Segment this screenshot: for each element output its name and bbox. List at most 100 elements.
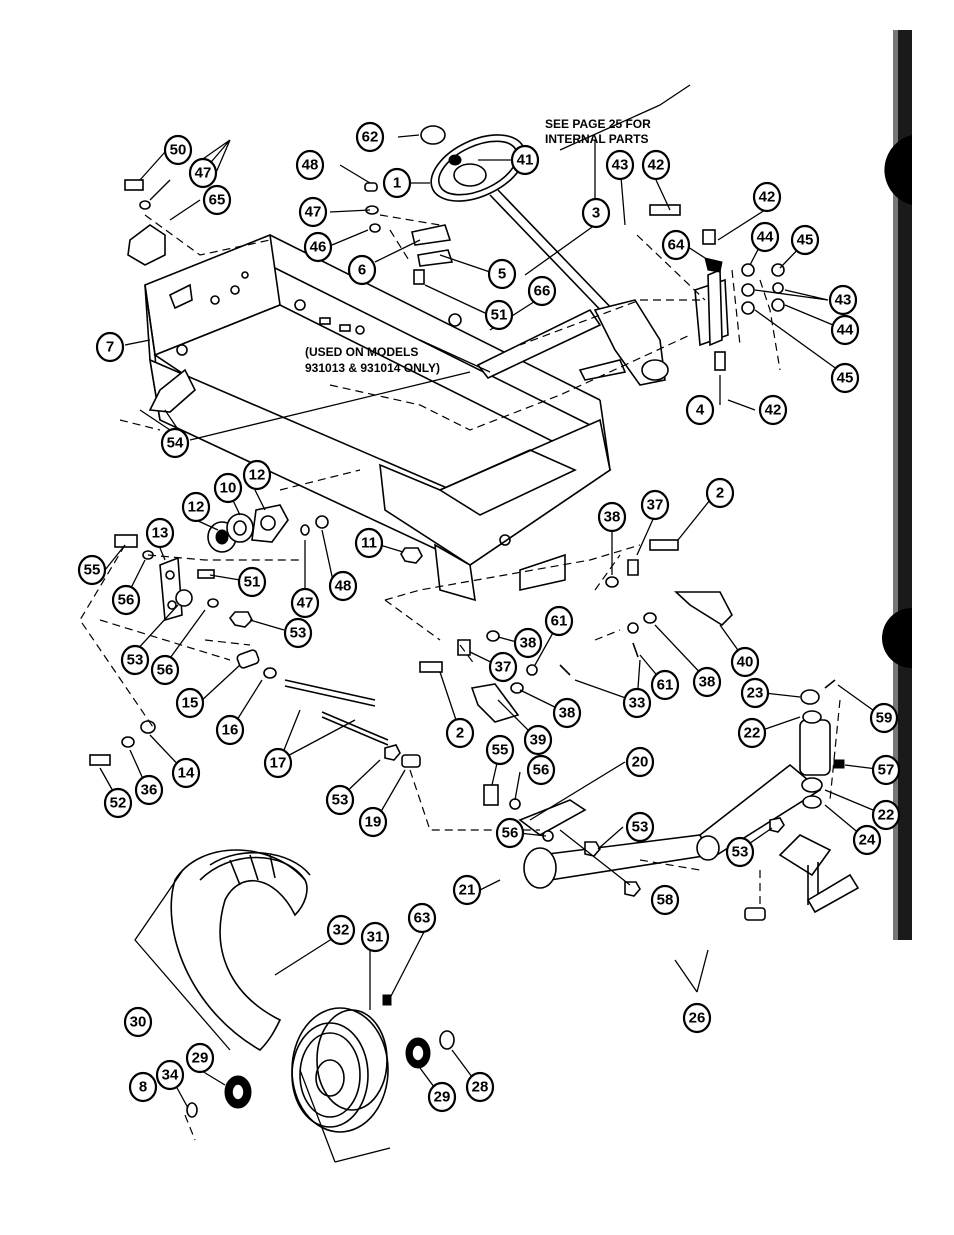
svg-text:37: 37 — [647, 497, 664, 514]
nut — [741, 301, 755, 315]
clamp — [411, 224, 452, 246]
svg-text:8: 8 — [139, 1079, 147, 1096]
svg-text:63: 63 — [414, 910, 431, 927]
callout: 59 — [869, 702, 899, 734]
callout: 65 — [202, 184, 232, 216]
callout: 28 — [465, 1071, 495, 1103]
nut — [228, 611, 253, 628]
svg-text:53: 53 — [332, 792, 349, 809]
svg-text:42: 42 — [765, 402, 782, 419]
callout: 24 — [852, 824, 882, 856]
svg-text:53: 53 — [290, 625, 307, 642]
svg-text:53: 53 — [732, 844, 749, 861]
nut — [175, 589, 193, 607]
svg-text:6: 6 — [358, 262, 366, 279]
bolt — [649, 204, 681, 216]
callout: 3 — [581, 197, 611, 229]
svg-text:5: 5 — [498, 266, 506, 283]
svg-text:43: 43 — [835, 292, 852, 309]
svg-text:48: 48 — [335, 578, 352, 595]
wheel-rim — [291, 1007, 389, 1133]
cotter-pin — [559, 664, 571, 676]
svg-text:42: 42 — [648, 157, 665, 174]
drag-link-rods — [284, 679, 389, 746]
svg-text:52: 52 — [110, 795, 127, 812]
washer — [186, 1102, 198, 1118]
svg-text:38: 38 — [699, 674, 716, 691]
screw — [448, 313, 462, 327]
bolt — [483, 784, 499, 806]
binder-hole-bottom — [882, 608, 912, 668]
cotter-pin — [632, 642, 639, 658]
callout: 2 — [705, 477, 735, 509]
brace-bracket — [148, 368, 196, 413]
callout: 56 — [495, 817, 525, 849]
washer — [510, 682, 524, 694]
svg-text:11: 11 — [361, 535, 377, 552]
washer — [207, 598, 219, 608]
callout: 47 — [298, 196, 328, 228]
svg-text:30: 30 — [130, 1014, 147, 1031]
binder-hole-top — [884, 135, 912, 205]
spacer-plate — [627, 559, 639, 576]
svg-text:44: 44 — [757, 229, 774, 246]
bolt — [89, 754, 111, 766]
callout: 54 — [160, 427, 190, 459]
bolt — [114, 534, 138, 548]
callout: 7 — [95, 331, 125, 363]
callout: 46 — [303, 231, 333, 263]
svg-text:2: 2 — [456, 725, 464, 742]
callout: 11 — [354, 527, 384, 559]
svg-text:33: 33 — [629, 695, 646, 712]
callout: 5 — [487, 258, 517, 290]
callout: 17 — [263, 747, 293, 779]
washer — [643, 612, 657, 624]
svg-text:58: 58 — [657, 892, 674, 909]
callout: 48 — [295, 149, 325, 181]
svg-text:36: 36 — [141, 782, 158, 799]
svg-text:12: 12 — [249, 467, 266, 484]
svg-text:42: 42 — [759, 189, 776, 206]
svg-text:12: 12 — [188, 499, 205, 516]
callout: 42 — [752, 181, 782, 213]
washer — [802, 795, 822, 809]
svg-text:47: 47 — [305, 204, 322, 221]
washer — [300, 524, 310, 536]
callout: 12 — [181, 491, 211, 523]
svg-text:66: 66 — [534, 283, 551, 300]
svg-text:47: 47 — [297, 595, 314, 612]
svg-text:46: 46 — [310, 239, 327, 256]
bolt — [413, 269, 425, 285]
svg-text:56: 56 — [118, 592, 135, 609]
bushing — [801, 777, 823, 793]
bolt — [702, 229, 716, 245]
svg-text:19: 19 — [365, 814, 382, 831]
callout: 13 — [145, 517, 175, 549]
washer — [605, 576, 619, 588]
note-see-page-line1: SEE PAGE 25 FOR — [545, 117, 651, 131]
callout: 22 — [737, 717, 767, 749]
callout: 32 — [326, 914, 356, 946]
svg-text:56: 56 — [502, 825, 519, 842]
callout: 55 — [485, 734, 515, 766]
callout: 43 — [828, 284, 858, 316]
nut — [624, 881, 641, 897]
svg-text:29: 29 — [434, 1089, 451, 1106]
washer — [509, 798, 521, 810]
callout: 56 — [150, 654, 180, 686]
callout: 45 — [830, 362, 860, 394]
callout: 53 — [725, 836, 755, 868]
callout: 4 — [685, 394, 715, 426]
svg-text:48: 48 — [302, 157, 319, 174]
callout: 66 — [527, 275, 557, 307]
svg-text:47: 47 — [195, 165, 212, 182]
svg-text:45: 45 — [797, 232, 814, 249]
washer — [369, 223, 381, 233]
callout: 64 — [661, 229, 691, 261]
note-used-on-line2: 931013 & 931014 ONLY) — [305, 361, 440, 375]
front-axle — [523, 719, 831, 889]
pivot-bracket — [159, 556, 183, 622]
note-see-page-line2: INTERNAL PARTS — [545, 132, 649, 146]
valve-stem — [382, 994, 392, 1006]
svg-text:53: 53 — [632, 819, 649, 836]
